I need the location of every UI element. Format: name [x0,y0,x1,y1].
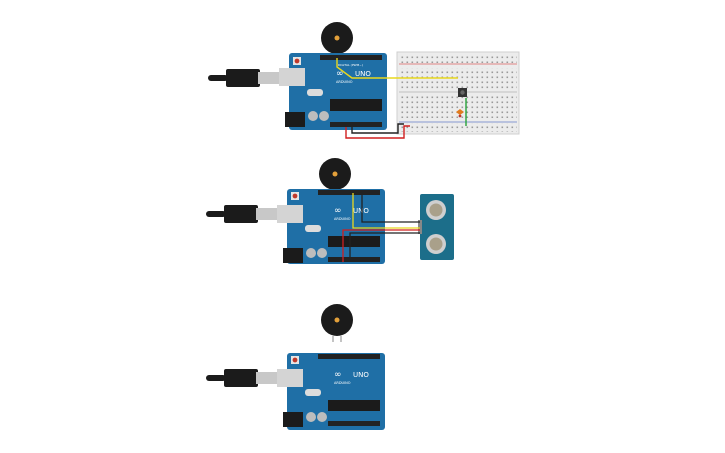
piezo-buzzer-2[interactable] [319,158,351,190]
usb-cable-3[interactable] [206,369,278,387]
wire-black-2b[interactable] [349,232,420,262]
model-text: UNO [355,70,371,78]
brand-text: ARDUINO [336,80,353,84]
circuit-2: ∞ UNO ARDUINO [206,158,454,264]
ultrasonic-sensor[interactable] [418,194,454,260]
wire-yellow-1[interactable] [336,58,458,79]
crystal [307,89,323,96]
circuit-3: ∞ UNO ARDUINO [206,304,385,430]
logo-symbol: ∞ [334,370,342,380]
led-1[interactable] [456,109,464,118]
digital-label: DIGITAL (PWM~) [338,63,363,67]
usb-cable-2[interactable] [206,205,278,223]
wire-yellow-2[interactable] [352,193,420,229]
arduino-uno-2[interactable]: ∞ UNO ARDUINO [277,189,385,264]
piezo-buzzer-3[interactable] [321,304,353,336]
wire-red-1[interactable] [345,125,410,139]
breadboard-1[interactable] [396,51,520,135]
logo-symbol: ∞ [336,69,344,79]
logo-symbol: ∞ [334,206,342,216]
brand-text: ARDUINO [334,381,351,385]
arduino-uno-3[interactable]: ∞ UNO ARDUINO [277,353,385,430]
model-text: UNO [353,371,369,379]
analog-header [330,122,382,127]
wire-red-2[interactable] [342,229,420,262]
piezo-buzzer-1[interactable] [321,22,353,54]
wire-black-2[interactable] [361,193,420,223]
circuit-1: ∞ UNO ARDUINO DIGITAL (PWM~) [208,22,520,139]
pushbutton-1[interactable] [458,88,467,97]
power-jack [285,112,305,127]
arduino-uno-1[interactable]: ∞ UNO ARDUINO DIGITAL (PWM~) [279,53,387,130]
wire-black-1[interactable] [351,123,404,134]
usb-port [279,68,305,86]
atmega-chip [330,99,382,111]
usb-cable-1[interactable] [208,69,280,87]
brand-text: ARDUINO [334,217,351,221]
digital-header [320,55,382,60]
model-text: UNO [353,207,369,215]
